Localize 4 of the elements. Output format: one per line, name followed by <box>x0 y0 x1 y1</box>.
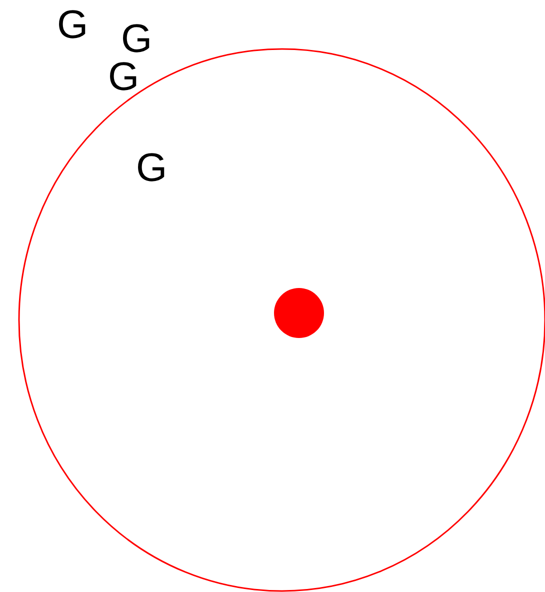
letter-label: G <box>121 19 152 59</box>
letter-label: G <box>108 57 140 97</box>
letter-label: G <box>136 148 168 188</box>
letter-label: G <box>57 5 88 45</box>
